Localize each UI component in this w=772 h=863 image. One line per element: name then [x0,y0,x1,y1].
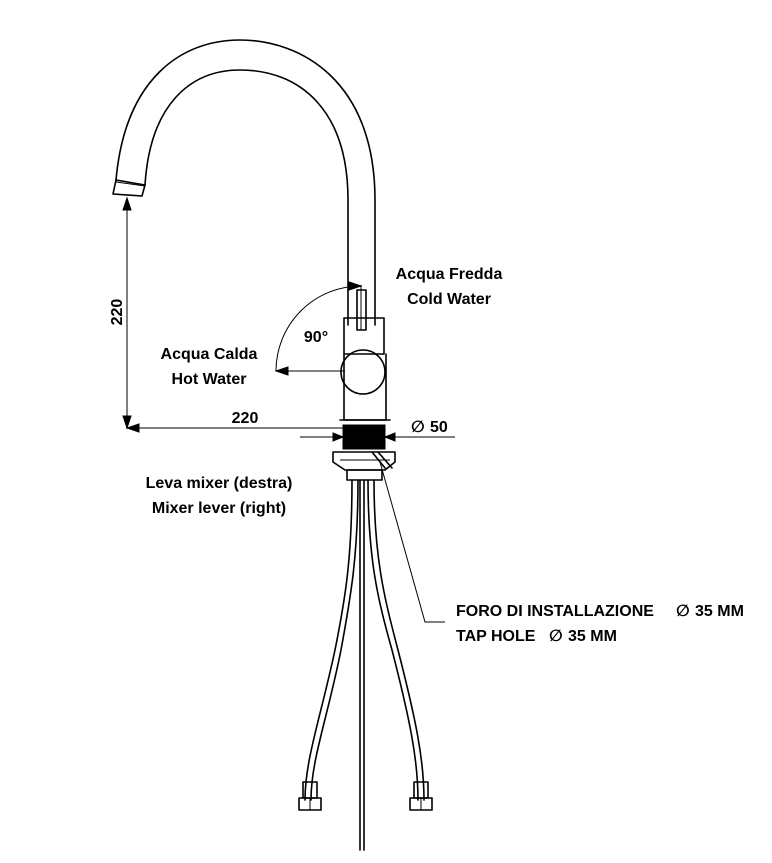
lever-collar [343,317,385,355]
dia-arrow-left-head [332,432,345,442]
fixing-nut [332,451,396,471]
angle-arc [275,285,362,372]
base-diameter-label: 50 [430,419,448,436]
height-arrow-bottom [122,415,132,430]
lever-en-label: Mixer lever (right) [152,500,286,517]
hose-left [304,479,353,801]
spout-outer [115,39,376,326]
nut-detail [371,451,393,469]
angle-arrow-start [348,281,363,291]
aerator-line [115,181,146,187]
reach-arrow-left [125,423,140,433]
hose-right [367,479,419,801]
hose-left-inner [310,479,359,801]
diameter-symbol: ∅ [411,419,425,436]
angle-arrow-end [274,366,289,376]
hose-right-inner [373,479,425,801]
cold-water-en-label: Cold Water [407,291,491,308]
spout-height-label: 220 [109,299,126,326]
spout-inner [144,69,349,326]
cartridge-circle [340,349,386,395]
hot-water-en-label: Hot Water [172,371,247,388]
hose-fitting-left [298,781,322,811]
tap-hole-leader [379,461,445,623]
spout-aerator [112,179,146,197]
height-arrow-top [122,196,132,211]
hose-fitting-right [409,781,433,811]
hot-water-it-label: Acqua Calda [161,346,258,363]
fixing-shank [346,469,383,481]
spout-reach-label: 220 [232,410,259,427]
tap-hole-en-label: TAP HOLE [456,628,536,645]
lever-angle-label: 90° [304,329,328,346]
dia-arrow-right-head [383,432,396,442]
tap-hole-en-value: 35 MM [568,628,617,645]
cold-water-it-label: Acqua Fredda [396,266,503,283]
tap-hole-en-diameter-symbol: ∅ [549,628,563,645]
tap-hole-it-label: FORO DI INSTALLAZIONE [456,603,654,620]
tap-hole-it-value: 35 MM [695,603,744,620]
lever-it-label: Leva mixer (destra) [146,475,293,492]
tap-hole-it-diameter-symbol: ∅ [676,603,690,620]
